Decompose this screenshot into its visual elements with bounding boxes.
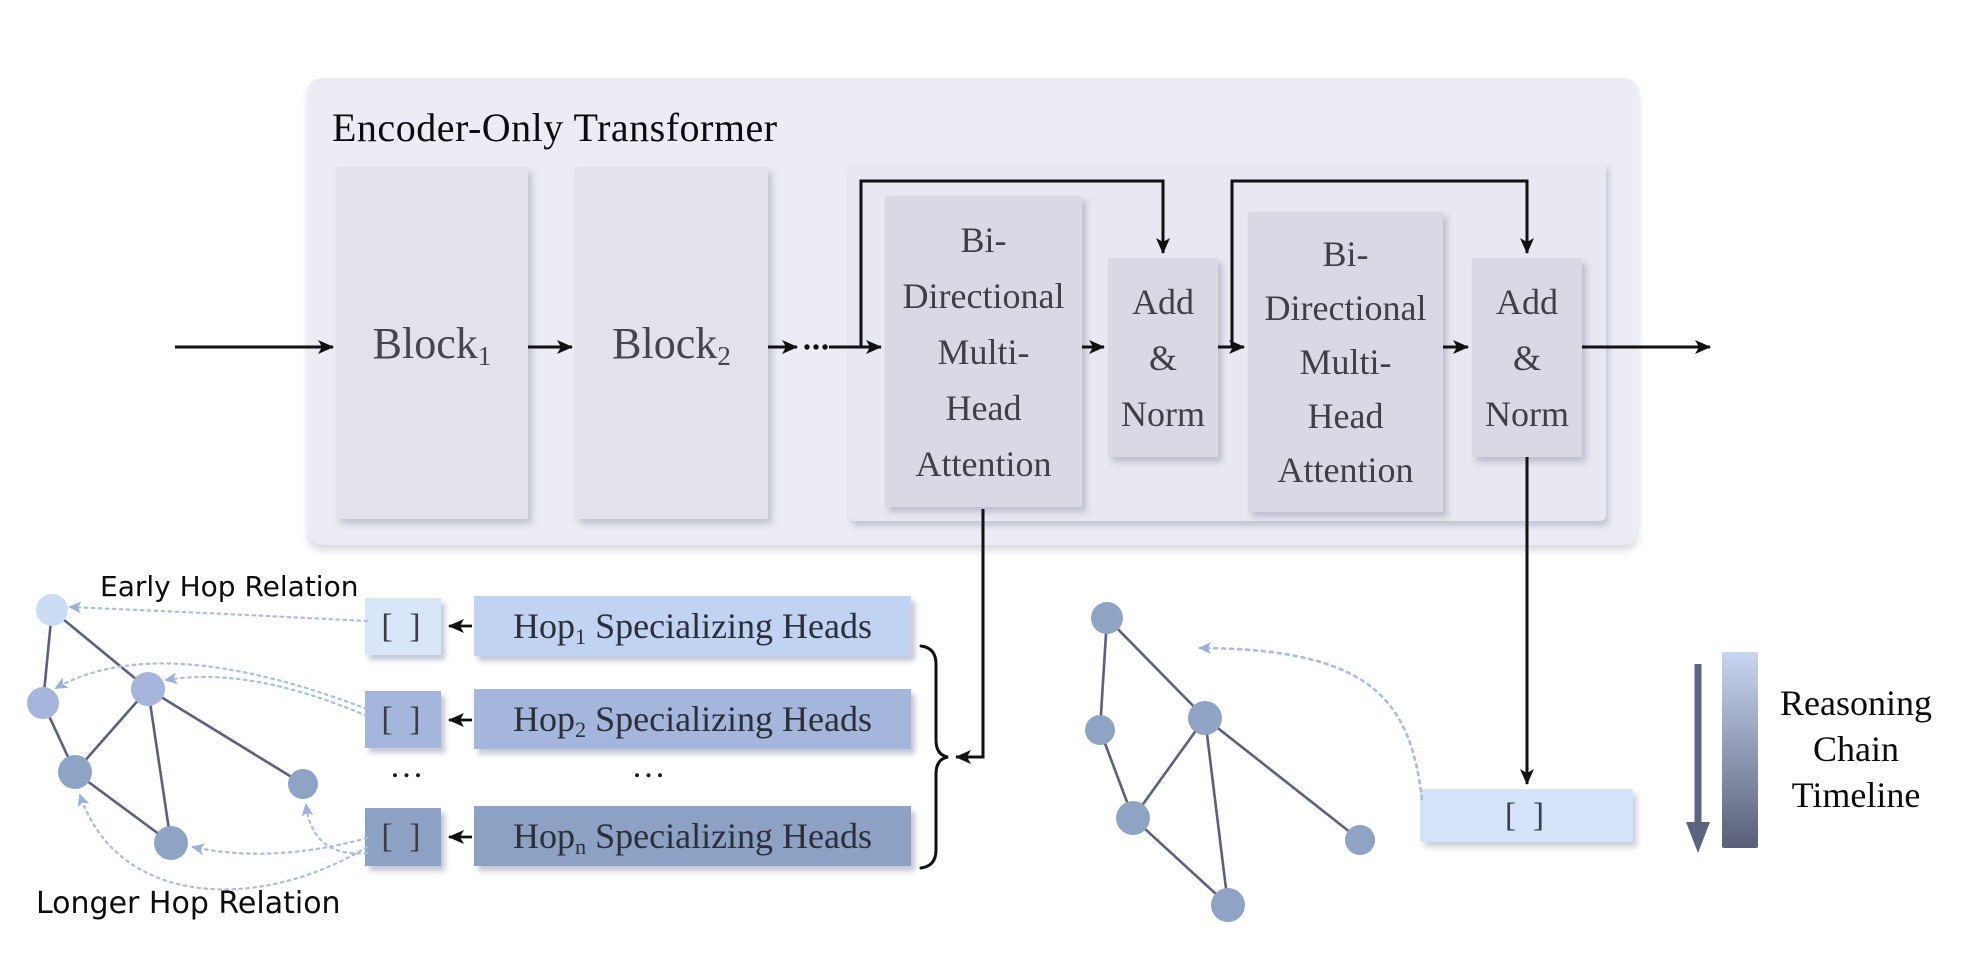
timeline-gradient-bar	[1722, 652, 1758, 848]
hop1-label-text: Hop1 Specializing Heads	[512, 606, 873, 650]
hop2-token: [ ]	[365, 691, 441, 748]
bidirectional-attention-1: Bi- Directional Multi- Head Attention	[885, 196, 1082, 507]
block-1: Block1	[336, 167, 528, 519]
addnorm2-line: &	[1512, 337, 1541, 378]
panel-title: Encoder-Only Transformer	[332, 105, 778, 150]
hop-row-arrows	[448, 619, 472, 844]
right-graph-nodes	[1085, 602, 1375, 922]
hopn-token: [ ]	[365, 808, 441, 866]
hop-token-ellipsis: ...	[390, 748, 426, 785]
hop2-label: Hop2 Specializing Heads	[474, 689, 911, 749]
attn2-line: Multi-	[1299, 342, 1392, 382]
block-2: Block2	[575, 167, 768, 519]
add-norm-1: Add & Norm	[1108, 258, 1218, 457]
right-graph	[1085, 602, 1424, 922]
hop2-label-text: Hop2 Specializing Heads	[512, 699, 873, 743]
left-graph-nodes	[27, 594, 318, 860]
timeline-legend	[1686, 652, 1758, 853]
hop1-label: Hop1 Specializing Heads	[474, 596, 911, 656]
attn1-line: Bi-	[960, 219, 1007, 260]
addnorm2-line: Norm	[1485, 393, 1569, 434]
hop1-token: [ ]	[365, 598, 441, 655]
attn1-line: Multi-	[937, 331, 1030, 372]
reasoning-chain-timeline-label: Reasoning Chain Timeline	[1766, 680, 1946, 818]
attention-to-heads-line	[955, 509, 985, 764]
hopn-label-text: Hopn Specializing Heads	[512, 816, 873, 860]
output-token: [ ]	[1420, 789, 1633, 842]
block-1-label: Block1	[372, 318, 492, 372]
timeline-line: Chain	[1813, 729, 1899, 769]
early-hop-relation-label: Early Hop Relation	[100, 570, 359, 603]
addnorm1-line: Norm	[1121, 393, 1205, 434]
token-to-graph-arc	[1198, 642, 1424, 801]
hop-relation-arcs	[54, 601, 369, 891]
attn2-line: Attention	[1277, 450, 1414, 490]
attn1-line: Attention	[915, 443, 1052, 484]
timeline-line: Timeline	[1791, 775, 1921, 815]
attn2-line: Directional	[1264, 288, 1427, 328]
attn1-line: Directional	[902, 275, 1065, 316]
timeline-line: Reasoning	[1780, 683, 1932, 723]
add-norm-2: Add & Norm	[1472, 258, 1582, 457]
bidirectional-attention-2: Bi- Directional Multi- Head Attention	[1248, 212, 1443, 512]
attn1-line: Head	[945, 387, 1022, 428]
addnorm2-line: Add	[1496, 281, 1558, 322]
timeline-arrowhead	[1686, 822, 1710, 853]
hop-heads-brace	[919, 644, 949, 870]
longer-hop-relation-label: Longer Hop Relation	[36, 886, 341, 921]
hop-label-ellipsis: ...	[632, 748, 668, 785]
addnorm1-line: &	[1148, 337, 1177, 378]
addnorm1-line: Add	[1132, 281, 1194, 322]
left-graph	[27, 594, 369, 891]
attn2-line: Bi-	[1322, 234, 1369, 274]
attn2-line: Head	[1307, 396, 1384, 436]
block-2-label: Block2	[612, 318, 731, 372]
hopn-label: Hopn Specializing Heads	[474, 806, 911, 866]
